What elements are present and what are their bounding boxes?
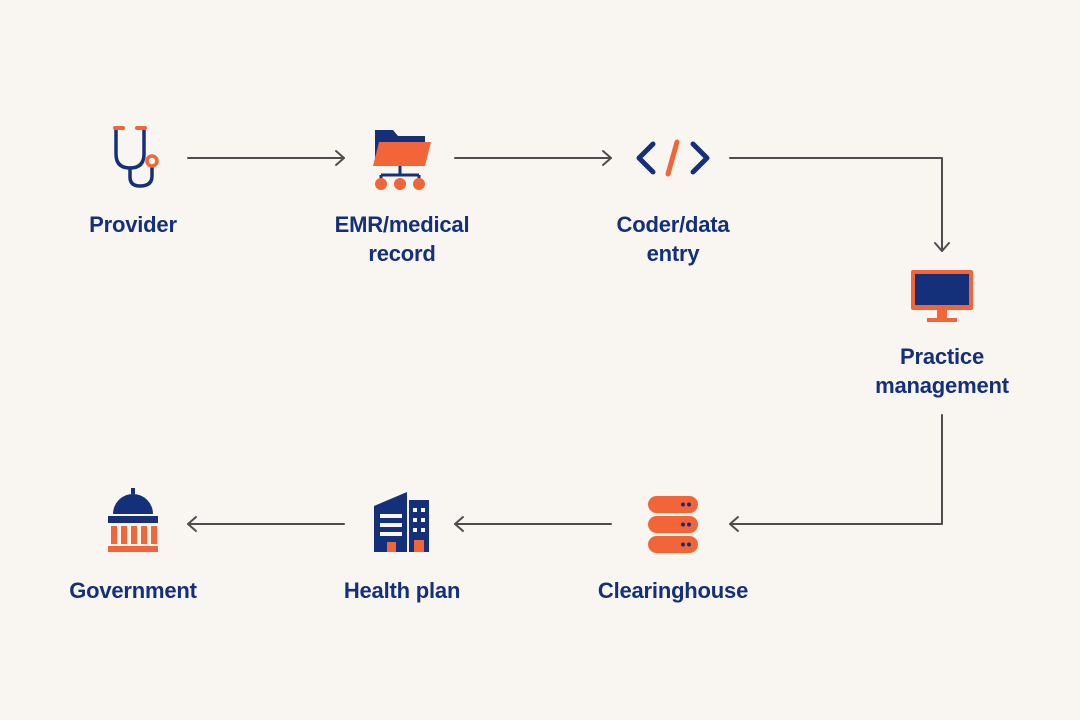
arrow-emr-to-coder xyxy=(454,150,612,166)
node-coder-data-entry: Coder/data entry xyxy=(583,122,763,268)
node-clearinghouse: Clearinghouse xyxy=(583,488,763,605)
node-practice-management: Practice management xyxy=(852,264,1032,400)
node-provider: Provider xyxy=(58,122,208,239)
monitor-icon xyxy=(911,270,973,322)
node-label-provider: Provider xyxy=(89,212,177,237)
arrow-health-plan-to-government xyxy=(187,516,345,532)
arrow-clearinghouse-to-health-plan xyxy=(454,516,612,532)
code-icon xyxy=(636,139,710,177)
node-emr-medical-record: EMR/medical record xyxy=(312,122,492,268)
arrow-practice-management-to-clearinghouse xyxy=(729,414,943,532)
capitol-dome-icon xyxy=(108,488,158,552)
arrow-provider-to-emr xyxy=(187,150,345,166)
arrow-coder-to-practice-management xyxy=(729,157,950,252)
node-health-plan: Health plan xyxy=(312,488,492,605)
node-label-coder-data-entry: Coder/data entry xyxy=(616,212,730,266)
node-label-emr-medical-record: EMR/medical record xyxy=(334,212,470,266)
node-label-health-plan: Health plan xyxy=(343,578,461,603)
node-government: Government xyxy=(43,488,223,605)
server-stack-icon xyxy=(648,496,698,553)
node-label-clearinghouse: Clearinghouse xyxy=(597,578,749,603)
stethoscope-icon xyxy=(113,126,159,188)
office-building-icon xyxy=(374,492,429,552)
node-label-practice-management: Practice management xyxy=(875,344,1009,398)
node-label-government: Government xyxy=(69,578,197,603)
network-folder-icon xyxy=(373,130,431,190)
